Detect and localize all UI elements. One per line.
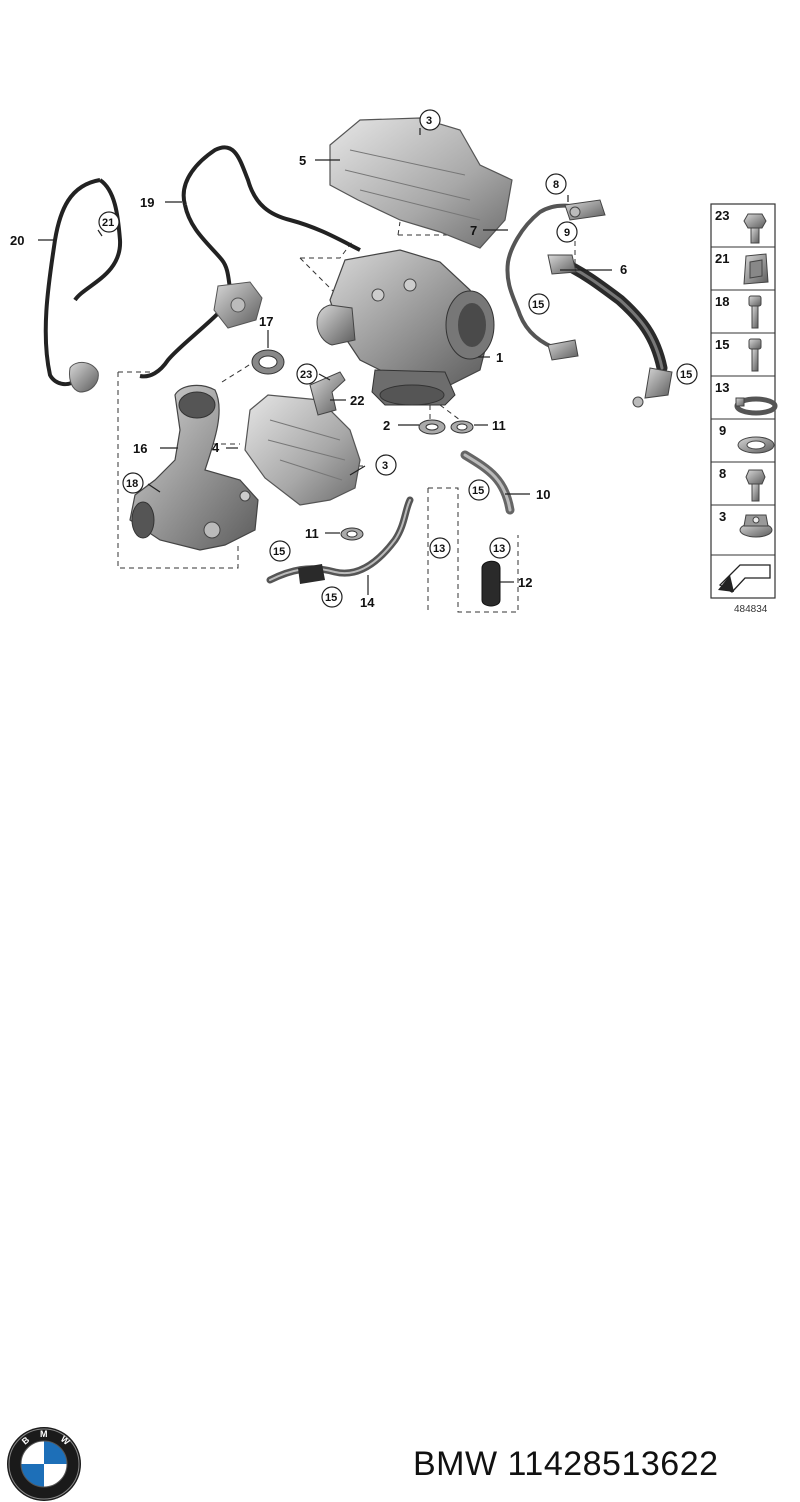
footer: B M W BMW 11428513622 bbox=[0, 710, 800, 1501]
heat-shield-5 bbox=[329, 117, 513, 249]
callout-16: 16 bbox=[133, 441, 147, 456]
legend-num-21: 21 bbox=[715, 251, 729, 266]
gasket-11-upper bbox=[450, 420, 474, 434]
parts-diagram: 1 2 3 4 5 6 7 10 11 12 14 16 17 19 20 22… bbox=[10, 109, 778, 615]
callout-2: 2 bbox=[383, 418, 390, 433]
circled-callout-15-d: 15 bbox=[273, 546, 285, 558]
circled-callout-15-a: 15 bbox=[532, 299, 544, 311]
svg-text:M: M bbox=[40, 1429, 48, 1439]
part-label: BMW 11428513622 bbox=[413, 1445, 719, 1483]
callout-5: 5 bbox=[299, 153, 306, 168]
callout-14: 14 bbox=[360, 595, 375, 610]
callout-1: 1 bbox=[496, 350, 503, 365]
oil-return-line-10 bbox=[460, 450, 515, 515]
leader-lines bbox=[38, 128, 612, 595]
gasket-2 bbox=[418, 419, 446, 435]
heat-shield-4 bbox=[244, 394, 361, 506]
bmw-logo: B M W bbox=[7, 1427, 81, 1501]
circled-callout-3-upper: 3 bbox=[426, 115, 432, 127]
callout-6: 6 bbox=[620, 262, 627, 277]
exhaust-elbow-16 bbox=[129, 384, 259, 551]
vacuum-hose-19 bbox=[139, 145, 361, 379]
heat-shield-5-ribs bbox=[344, 149, 481, 221]
banjo-bolt-icon bbox=[745, 469, 766, 502]
collar-nut-icon bbox=[739, 514, 773, 538]
vacuum-hose-20 bbox=[43, 178, 123, 393]
callout-11-upper: 11 bbox=[492, 418, 506, 433]
circled-callout-9: 9 bbox=[564, 227, 570, 239]
heat-shield-4-ribs bbox=[267, 419, 346, 481]
screw-icon bbox=[748, 295, 762, 329]
legend-num-8: 8 bbox=[719, 466, 726, 481]
sealing-ring-icon bbox=[737, 436, 775, 454]
circled-callout-23: 23 bbox=[300, 369, 312, 381]
legend-num-13: 13 bbox=[715, 380, 729, 395]
circled-callout-13-right: 13 bbox=[493, 543, 505, 555]
callout-7: 7 bbox=[470, 223, 477, 238]
circled-callout-3-lower: 3 bbox=[382, 460, 388, 472]
oil-return-line-6 bbox=[547, 254, 673, 408]
legend-num-9: 9 bbox=[719, 423, 726, 438]
bracket-22 bbox=[309, 371, 346, 416]
oil-line-14 bbox=[266, 496, 414, 584]
callout-22: 22 bbox=[350, 393, 364, 408]
clip-nut-icon bbox=[743, 253, 769, 285]
callout-10: 10 bbox=[536, 487, 550, 502]
circled-callouts bbox=[98, 109, 698, 608]
callout-19: 19 bbox=[140, 195, 154, 210]
circled-callout-13-left: 13 bbox=[433, 543, 445, 555]
callout-11-lower: 11 bbox=[305, 526, 319, 541]
gasket-17 bbox=[251, 349, 285, 375]
circled-callout-21: 21 bbox=[102, 217, 114, 229]
circled-callout-15-c: 15 bbox=[472, 485, 484, 497]
orientation-arrow-icon bbox=[718, 564, 771, 593]
oil-feed-line-7 bbox=[505, 199, 606, 361]
callout-labels: 1 2 3 4 5 6 7 10 11 12 14 16 17 19 20 22… bbox=[10, 153, 627, 610]
bolt-icon bbox=[743, 213, 767, 244]
legend-num-18: 18 bbox=[715, 294, 729, 309]
legend-num-23: 23 bbox=[715, 208, 729, 223]
gasket-11-lower bbox=[340, 527, 364, 541]
hose-clamp-icon bbox=[734, 396, 778, 416]
hardware-legend: 23 21 18 15 13 9 8 3 bbox=[710, 203, 778, 599]
circled-callout-15-e: 15 bbox=[325, 592, 337, 604]
callout-4: 4 bbox=[212, 440, 220, 455]
legend-num-3: 3 bbox=[719, 509, 726, 524]
circled-callout-15-b: 15 bbox=[680, 369, 692, 381]
turbocharger-1 bbox=[316, 249, 495, 406]
assembly-outlines bbox=[117, 221, 576, 613]
callout-17: 17 bbox=[259, 314, 273, 329]
callout-20: 20 bbox=[10, 233, 24, 248]
screw-icon bbox=[748, 338, 762, 372]
reference-number: 484834 bbox=[734, 604, 768, 615]
circled-callout-8: 8 bbox=[553, 179, 559, 191]
legend-num-15: 15 bbox=[715, 337, 729, 352]
callout-12: 12 bbox=[518, 575, 532, 590]
hose-12 bbox=[481, 560, 501, 607]
circled-callout-labels: 3 3 8 9 13 13 15 15 15 15 15 18 21 23 bbox=[102, 115, 692, 604]
circled-callout-18: 18 bbox=[126, 478, 138, 490]
